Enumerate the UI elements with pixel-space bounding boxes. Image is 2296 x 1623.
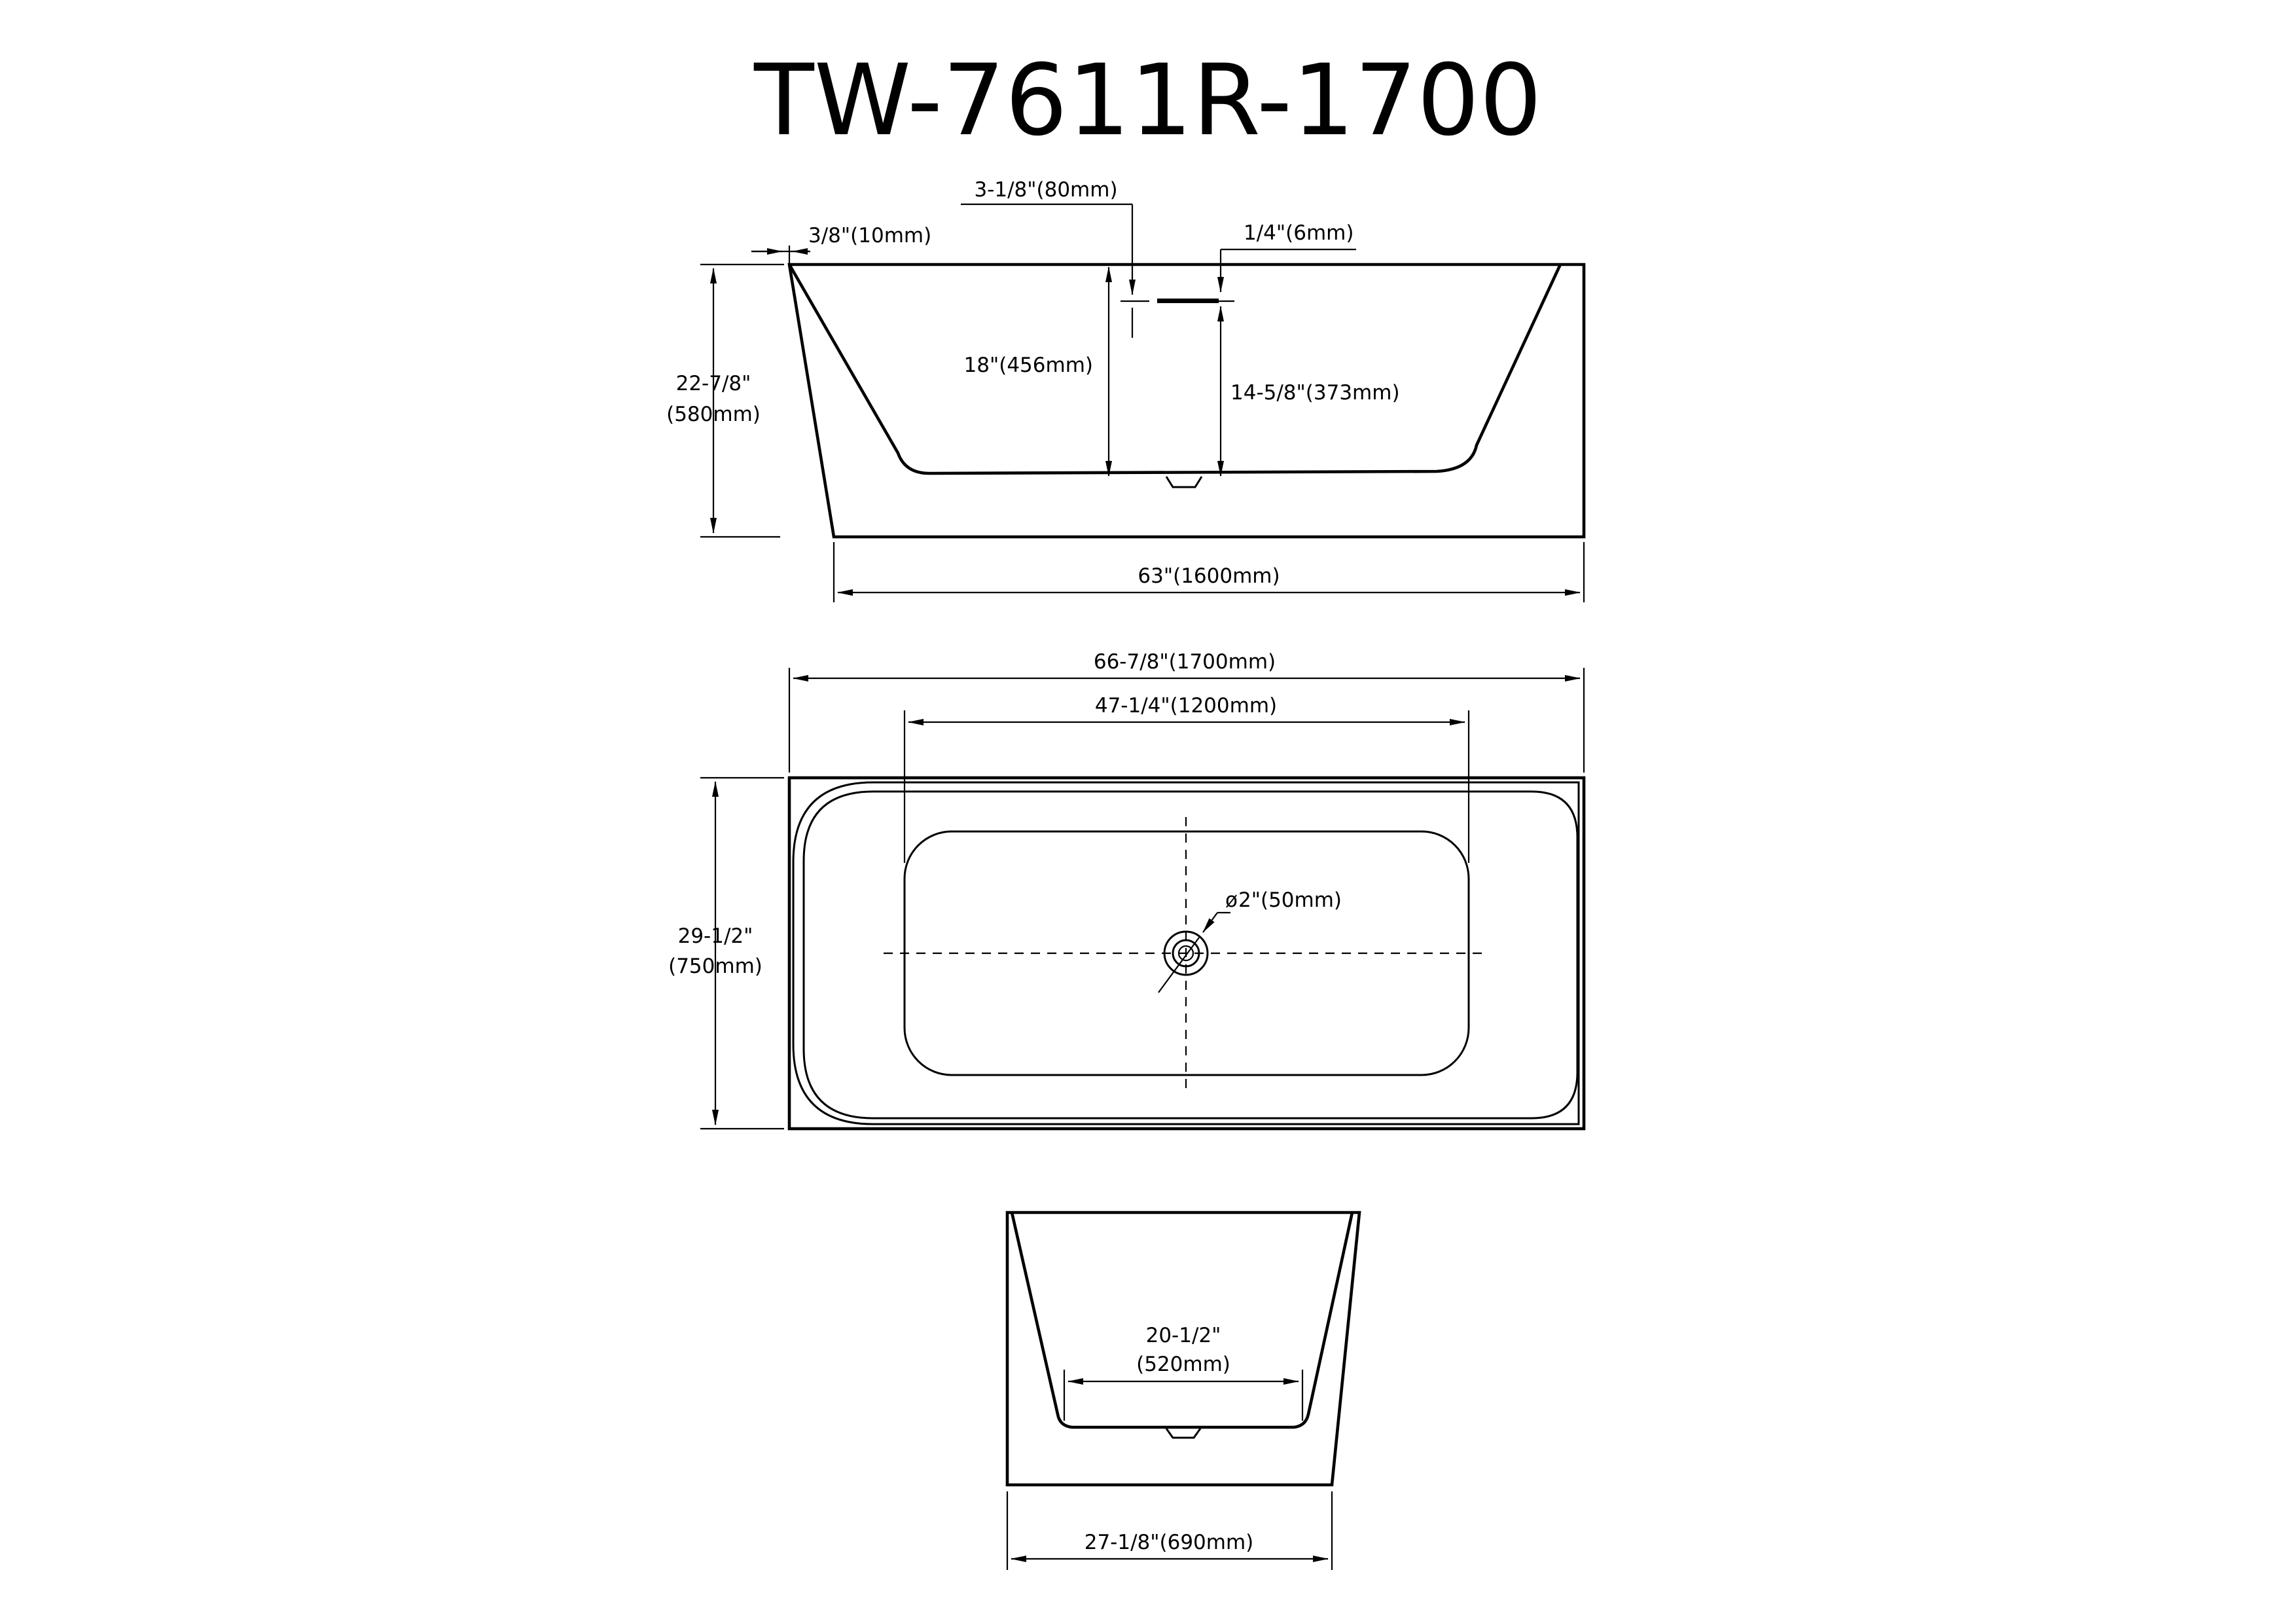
base-width-label: 27-1/8"(690mm) [1085,1531,1254,1554]
floor-width-label-in: 20-1/2" [1146,1324,1221,1347]
overflow-slot-label: 1/4"(6mm) [1244,221,1354,245]
overall-length-label: 66-7/8"(1700mm) [1094,650,1276,674]
side-view: 22-7/8" (580mm) 3/8"(10mm) 3-1/8"(80mm) … [666,178,1586,602]
width-label-in: 29-1/2" [678,924,753,948]
top-view-drain [1163,930,1209,976]
side-view-drain [1165,476,1203,488]
model-title: TW-7611R-1700 [753,44,1542,158]
side-view-inner-basin [788,263,1562,475]
basin-length-label: 47-1/4"(1200mm) [1095,694,1277,718]
overall-height-label-in: 22-7/8" [676,372,751,395]
base-length-label: 63"(1600mm) [1138,564,1280,588]
top-view-deck-inner [802,790,1579,1120]
top-view: ø 2"(50mm) 66-7/8"(1700mm) 47-1/4"(1200m… [668,650,1586,1131]
floor-width-label-mm: (520mm) [1136,1353,1230,1376]
end-view-inner-basin [1010,1212,1354,1429]
side-view-outer-shell [787,263,1586,539]
interior-depth-label: 18"(456mm) [964,354,1093,377]
diameter-symbol: ø [1225,888,1238,912]
end-view-outer-shell [1005,1211,1361,1487]
overall-height-label-mm: (580mm) [666,403,761,426]
end-view-drain [1165,1428,1202,1439]
rim-lip-label: 3/8"(10mm) [808,224,931,247]
top-view-deck-outer [792,781,1580,1125]
drain-diameter-label: 2"(50mm) [1238,888,1342,912]
water-depth-label: 14-5/8"(373mm) [1230,381,1400,405]
overflow-slot [1157,299,1219,303]
end-view: 20-1/2" (520mm) 27-1/8"(690mm) [1005,1211,1361,1570]
overflow-offset-label: 3-1/8"(80mm) [974,178,1117,202]
width-label-mm: (750mm) [668,955,762,978]
top-view-outer-outline [787,776,1586,1131]
